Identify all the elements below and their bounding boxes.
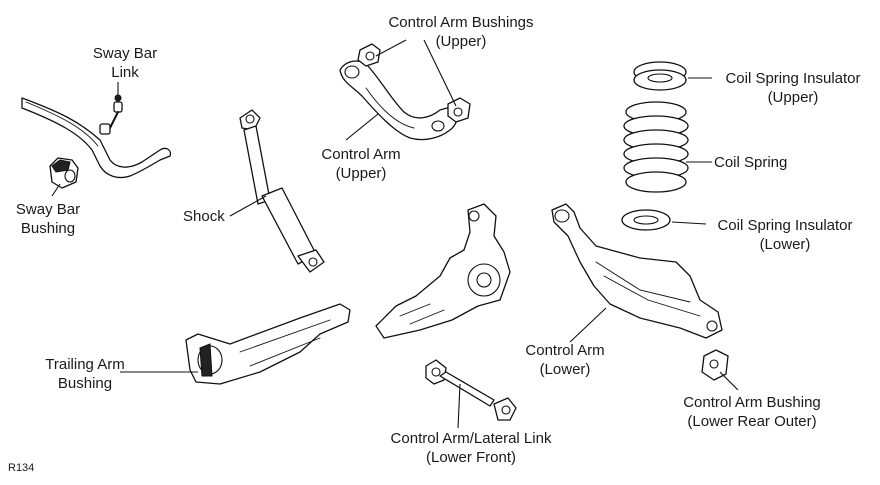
label-control-arm-bushings-upper-line1: Control Arm Bushings: [388, 14, 534, 31]
label-coil-spring-insulator-upper-line2: (Upper): [767, 89, 819, 106]
label-control-arm-bushing-lower-rear-outer: Control Arm Bushing (Lower Rear Outer): [672, 393, 832, 431]
label-sway-bar-link-line2: Link: [111, 64, 139, 81]
upper-control-arm-part: [339, 60, 459, 141]
label-control-arm-bushing-lower-rear-outer-line2: (Lower Rear Outer): [687, 413, 817, 430]
lower-rear-bushing-part: [701, 349, 729, 381]
label-sway-bar-bushing: Sway Bar Bushing: [10, 200, 86, 238]
sway-bar-link-part: [99, 94, 123, 135]
label-control-arm-upper-line2: (Upper): [335, 165, 387, 182]
leader-lines: [51, 39, 739, 429]
label-sway-bar-bushing-line2: Bushing: [20, 220, 76, 237]
label-sway-bar-link: Sway Bar Link: [86, 44, 164, 82]
coil-spring-part: [623, 101, 689, 193]
label-control-arm-lower-line2: (Lower): [539, 361, 591, 378]
coil-spring-insulator-upper-part: [633, 61, 687, 91]
shock-part: [239, 109, 325, 273]
label-trailing-arm-bushing: Trailing Arm Bushing: [36, 355, 134, 393]
label-trailing-arm-bushing-line1: Trailing Arm: [45, 356, 125, 373]
label-coil-spring-insulator-lower-line1: Coil Spring Insulator: [717, 217, 853, 234]
label-control-arm-bushings-upper: Control Arm Bushings (Upper): [380, 13, 542, 51]
knuckle-part: [375, 203, 511, 339]
label-control-arm-lateral-link-lower-front: Control Arm/Lateral Link (Lower Front): [376, 429, 566, 467]
label-control-arm-upper: Control Arm (Upper): [314, 145, 408, 183]
label-control-arm-bushings-upper-line2: (Upper): [435, 33, 487, 50]
label-trailing-arm-bushing-line2: Bushing: [57, 375, 113, 392]
label-coil-spring: Coil Spring: [714, 153, 800, 172]
label-coil-spring-insulator-upper: Coil Spring Insulator (Upper): [714, 69, 872, 107]
label-sway-bar-link-line1: Sway Bar: [92, 45, 158, 62]
label-coil-spring-insulator-lower-line2: (Lower): [759, 236, 811, 253]
label-control-arm-lateral-link-lower-front-line2: (Lower Front): [425, 449, 517, 466]
sway-bar-bushing-part: [49, 157, 79, 189]
label-sway-bar-bushing-line1: Sway Bar: [15, 201, 81, 218]
coil-spring-insulator-lower-part: [621, 209, 671, 231]
label-control-arm-lower: Control Arm (Lower): [518, 341, 612, 379]
label-shock: Shock: [183, 207, 231, 226]
trailing-arm-part: [185, 303, 351, 385]
label-coil-spring-insulator-upper-line1: Coil Spring Insulator: [725, 70, 861, 87]
label-control-arm-upper-line1: Control Arm: [321, 146, 401, 163]
reference-code: R134: [8, 462, 35, 474]
lateral-link-part: [425, 359, 517, 421]
label-coil-spring-insulator-lower: Coil Spring Insulator (Lower): [706, 216, 864, 254]
label-control-arm-lower-line1: Control Arm: [525, 342, 605, 359]
sway-bar: [21, 97, 172, 179]
label-coil-spring-line1: Coil Spring: [714, 154, 788, 171]
lower-control-arm-part: [551, 203, 723, 339]
upper-bushings-part: [357, 43, 471, 123]
label-control-arm-bushing-lower-rear-outer-line1: Control Arm Bushing: [683, 394, 821, 411]
label-shock-line1: Shock: [183, 208, 225, 225]
label-control-arm-lateral-link-lower-front-line1: Control Arm/Lateral Link: [390, 430, 552, 447]
